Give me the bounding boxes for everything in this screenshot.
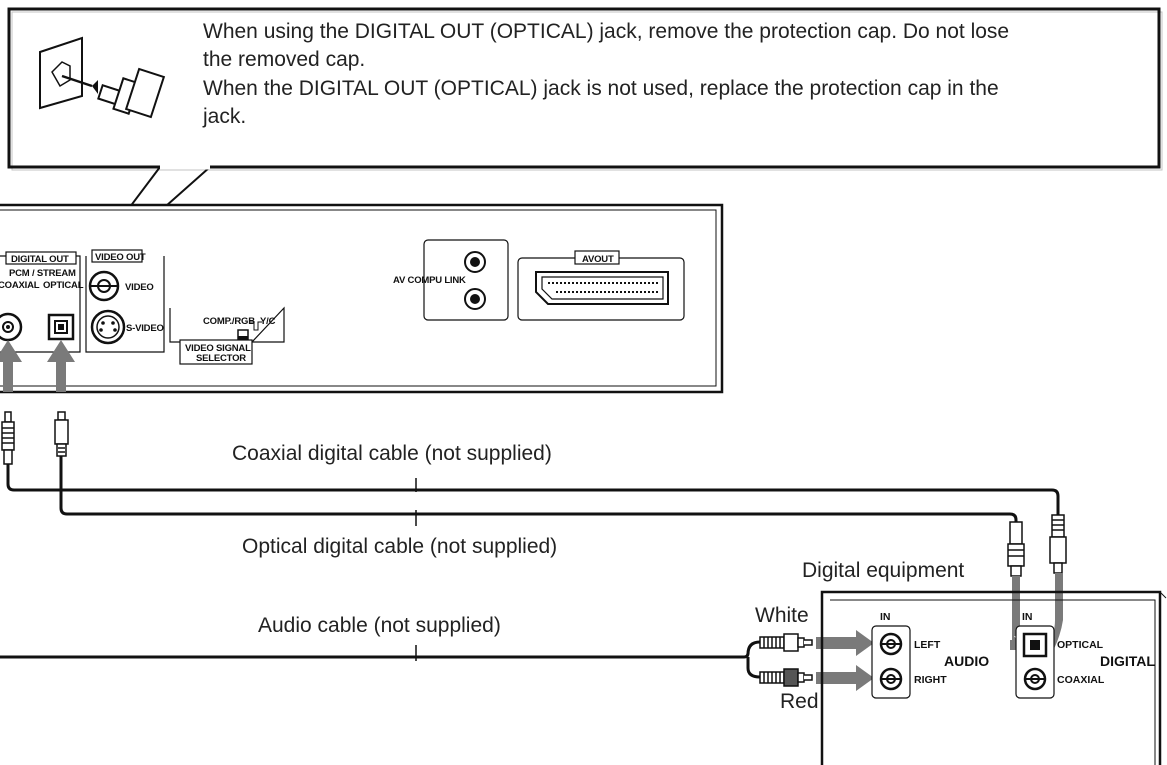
callout-text-line-4: jack. — [202, 105, 246, 128]
digital-equipment-label: Digital equipment — [802, 559, 964, 582]
yc-label: Y/C — [260, 316, 276, 327]
protection-cap-icon — [39, 36, 166, 119]
av-out-group: AVOUT — [517, 250, 685, 321]
white-label: White — [755, 604, 809, 627]
white-in-arrow — [816, 630, 874, 656]
digital-equipment: Digital equipment IN LEFT RIGHT AUDIO IN — [802, 559, 1167, 765]
video-out-jack[interactable] — [88, 270, 120, 302]
coaxial-plug-right — [1049, 514, 1067, 574]
av-compu-link-label: AV COMPU LINK — [393, 275, 466, 286]
coaxial-cable-label: Coaxial digital cable (not supplied) — [232, 442, 552, 465]
player-rear-panel: DIGITAL OUT PCM / STREAM COAXIAL OPTICAL… — [0, 203, 724, 394]
right-audio-jack[interactable] — [879, 667, 903, 691]
comp-rgb-label: COMP./RGB — [203, 316, 255, 327]
left-audio-jack[interactable] — [879, 632, 903, 656]
coaxial-in-label: COAXIAL — [1057, 674, 1105, 686]
coaxial-plug-left — [1, 411, 15, 465]
s-video-label: S-VIDEO — [126, 323, 164, 334]
av-out-label: AVOUT — [582, 254, 614, 265]
coaxial-digital-cable — [6, 464, 1060, 515]
callout-text-line-3: When the DIGITAL OUT (OPTICAL) jack is n… — [203, 77, 999, 100]
audio-in-arrows — [816, 630, 874, 691]
callout-box: When using the DIGITAL OUT (OPTICAL) jac… — [7, 7, 1163, 301]
coaxial-out-jack[interactable] — [0, 312, 23, 342]
digital-in-arrows — [1010, 573, 1063, 672]
video-out-label: VIDEO OUT — [95, 252, 146, 263]
digital-label: DIGITAL — [1100, 653, 1155, 669]
digital-in-label: IN — [1022, 611, 1033, 623]
video-label: VIDEO — [125, 282, 154, 293]
white-rca-plug — [759, 633, 813, 652]
red-label: Red — [780, 690, 819, 713]
scart-connector[interactable] — [535, 271, 669, 305]
av-compu-link-group: AV COMPU LINK — [393, 239, 509, 321]
optical-in-label: OPTICAL — [1057, 639, 1104, 651]
optical-plug-arrow — [47, 340, 75, 392]
right-label: RIGHT — [914, 674, 947, 686]
optical-out-jack[interactable] — [47, 313, 75, 341]
coaxial-in-arrow — [1036, 573, 1063, 672]
av-compu-link-jack-2[interactable] — [464, 288, 486, 310]
selector-label: SELECTOR — [196, 353, 246, 364]
av-compu-link-jack-1[interactable] — [464, 251, 486, 273]
coaxial-in-jack[interactable] — [1023, 667, 1047, 691]
optical-in-jack[interactable] — [1022, 632, 1048, 658]
optical-out-label: OPTICAL — [43, 280, 84, 291]
coaxial-plug-arrow — [0, 340, 22, 392]
red-rca-plug — [759, 668, 813, 687]
digital-out-group: DIGITAL OUT PCM / STREAM COAXIAL OPTICAL — [0, 251, 84, 353]
audio-in-label: IN — [880, 611, 891, 623]
video-signal-label: VIDEO SIGNAL — [185, 343, 251, 354]
s-video-jack[interactable] — [90, 309, 126, 345]
red-in-arrow — [816, 665, 874, 691]
optical-digital-cable — [59, 456, 1018, 522]
audio-label: AUDIO — [944, 653, 989, 669]
coaxial-out-label: COAXIAL — [0, 280, 40, 291]
optical-plug-right — [1007, 521, 1025, 577]
pcm-stream-label: PCM / STREAM — [9, 268, 76, 279]
optical-plug-left — [54, 411, 69, 457]
audio-cable-label: Audio cable (not supplied) — [258, 614, 501, 637]
callout-text-line-2: the removed cap. — [203, 48, 365, 71]
callout-text-line-1: When using the DIGITAL OUT (OPTICAL) jac… — [203, 20, 1009, 43]
optical-cable-label: Optical digital cable (not supplied) — [242, 535, 557, 558]
left-label: LEFT — [914, 639, 941, 651]
video-signal-selector: COMP./RGB Y/C VIDEO SIGNAL SELECTOR — [169, 306, 285, 365]
audio-cable — [0, 640, 761, 679]
video-out-group: VIDEO OUT VIDEO S-VIDEO — [85, 249, 165, 353]
digital-out-label: DIGITAL OUT — [11, 254, 69, 265]
plug-arrows — [0, 340, 75, 392]
optical-in-arrow — [1010, 576, 1024, 650]
